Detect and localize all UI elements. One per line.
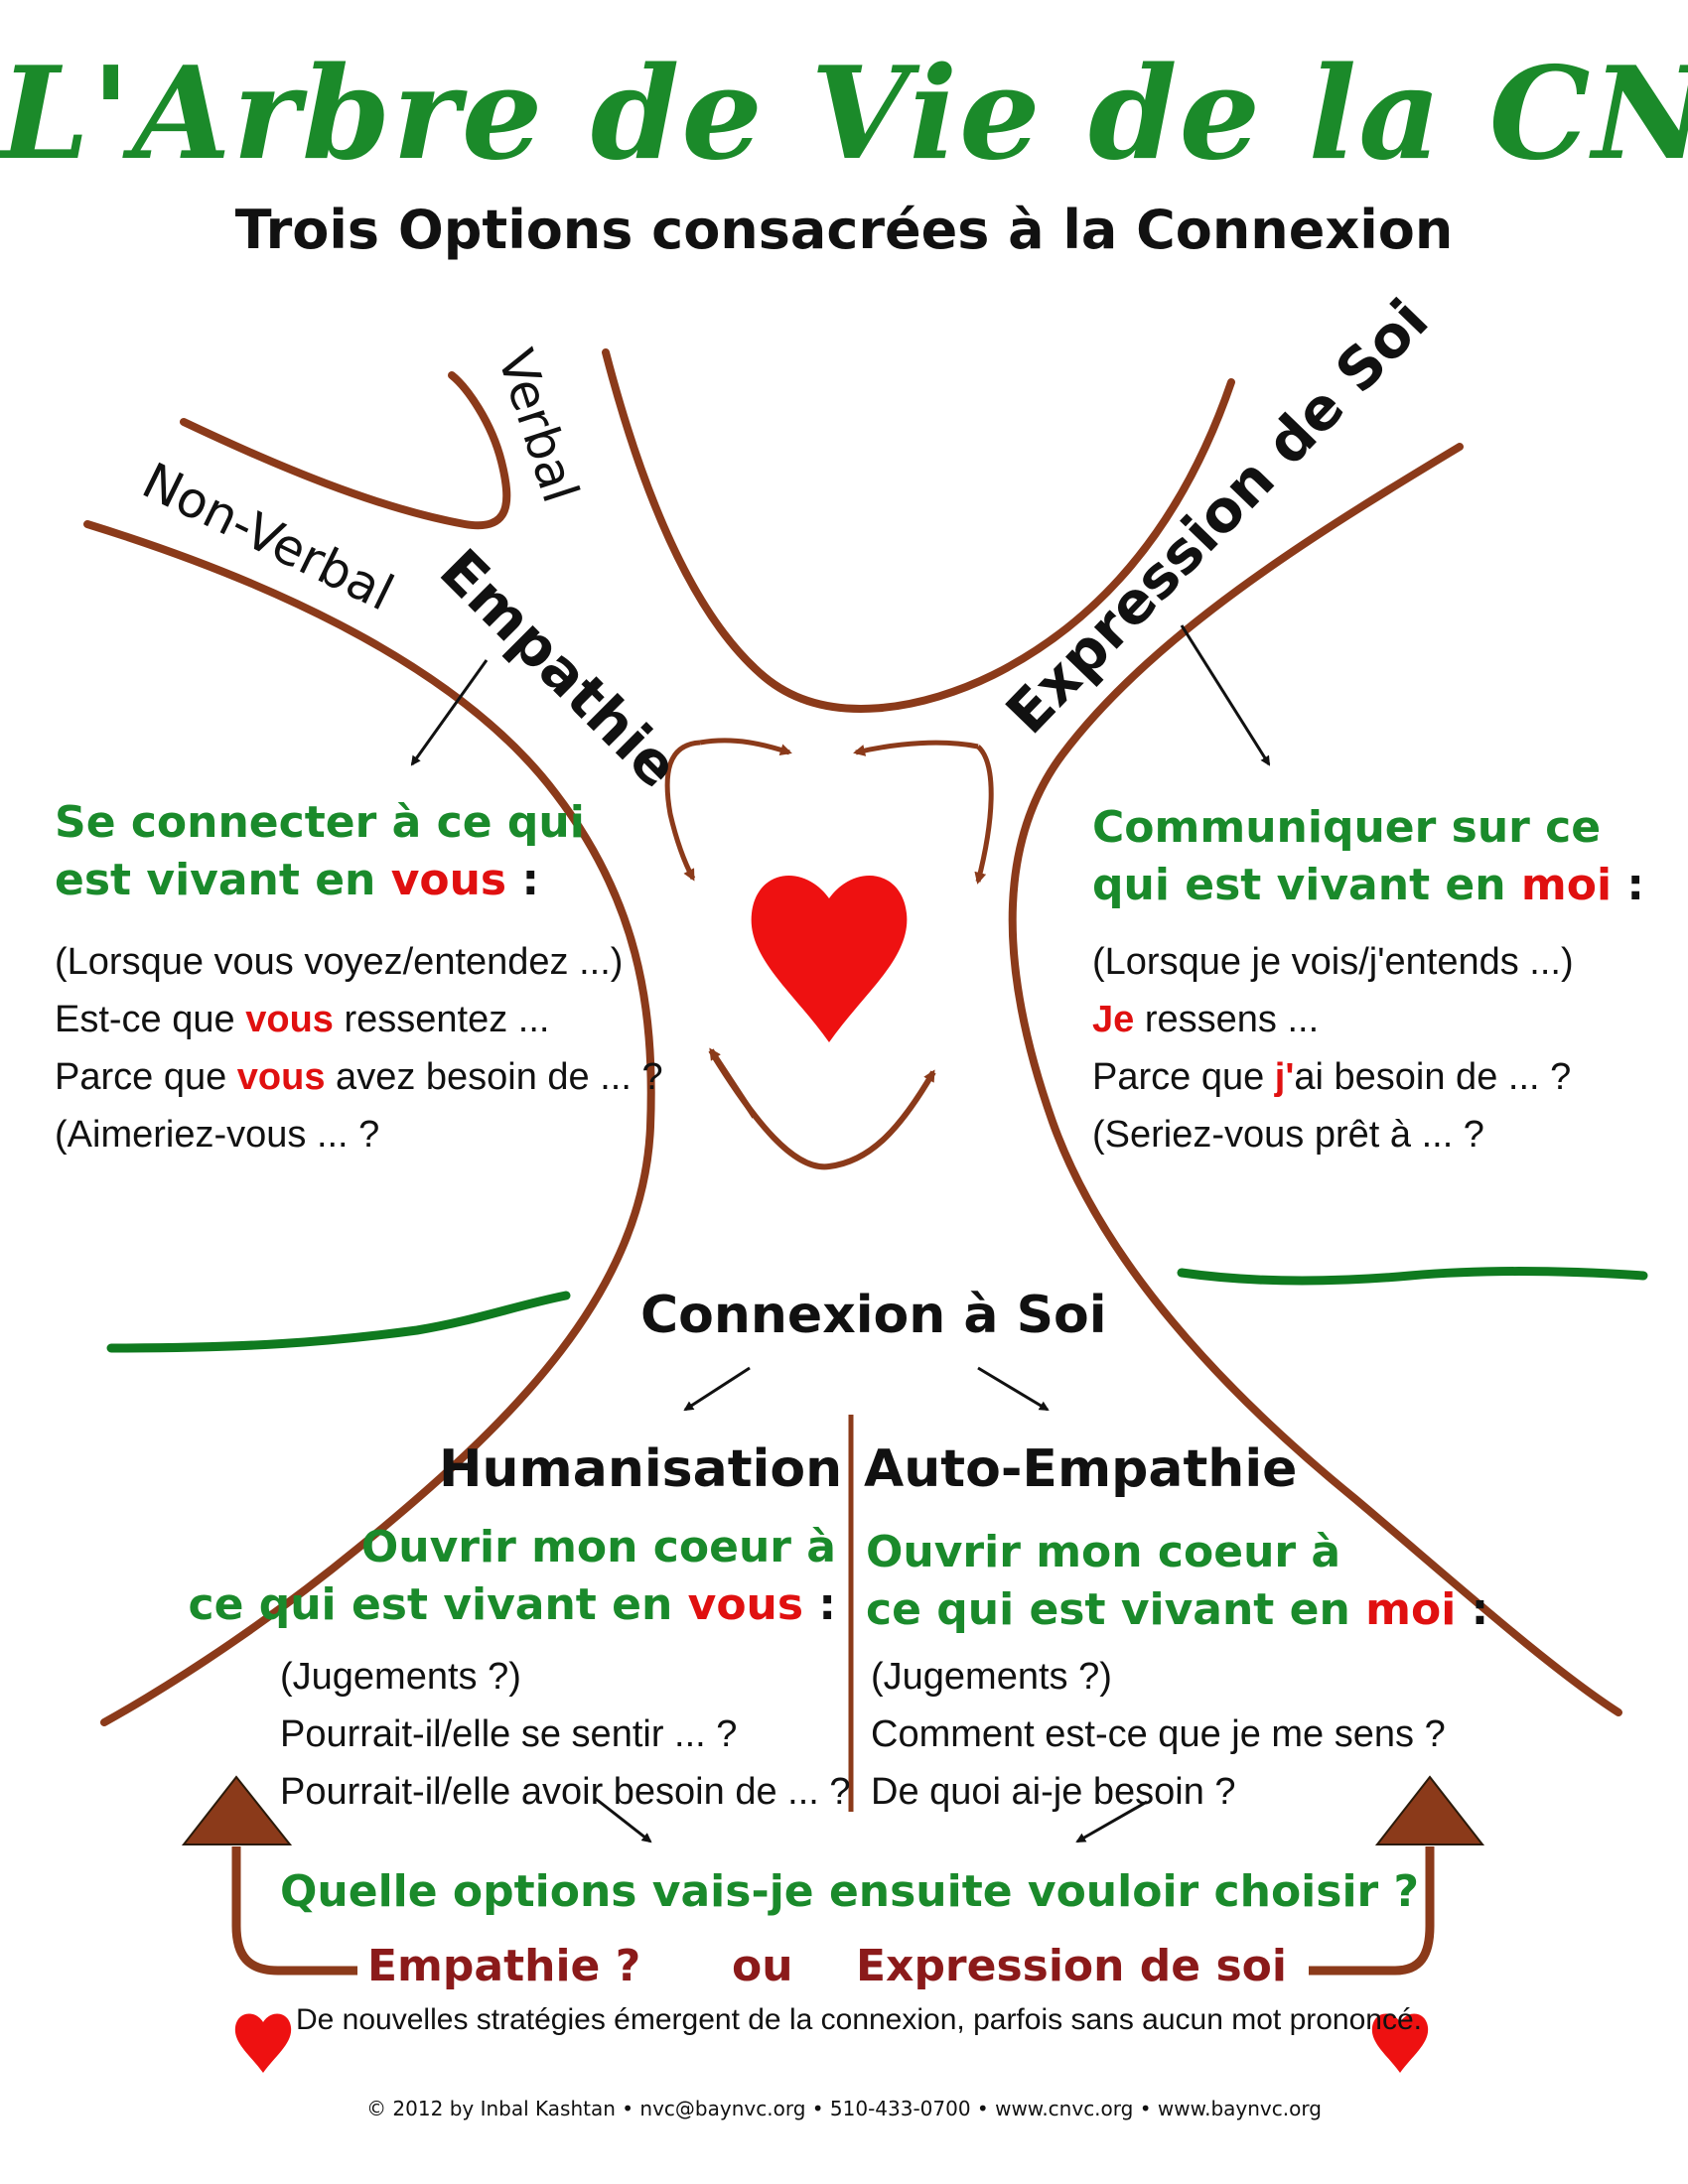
right-line2: Je ressens ... (1092, 991, 1574, 1048)
humanisation-heading-line2: ce qui est vivant en vous : (188, 1576, 836, 1634)
arrow-empathie-down (410, 659, 489, 766)
big-arrow-right-head (1374, 1775, 1485, 1845)
right-line3-suffix: ai besoin de ... ? (1294, 1056, 1572, 1098)
left-line2-red: vous (245, 999, 334, 1040)
bottom-note: De nouvelles stratégies émergent de la c… (296, 2003, 1423, 2036)
small-heart-right-icon (1371, 2013, 1429, 2073)
page-subtitle: Trois Options consacrées à la Connexion (234, 199, 1454, 261)
right-line2-suffix: ressens ... (1134, 999, 1320, 1040)
left-heading-suffix: : (506, 855, 540, 905)
humanisation-line2: Pourrait-il/elle se sentir ... ? (280, 1713, 738, 1755)
left-heading-line1: Se connecter à ce qui (55, 797, 585, 848)
right-heading-suffix: : (1612, 860, 1644, 910)
left-heading-red: vous (390, 855, 507, 905)
branch-nonverbal (180, 371, 511, 530)
arrow-humanisation-down (595, 1797, 652, 1843)
arrow-top-right (974, 745, 994, 885)
arrow-bottom-smile (710, 1052, 936, 1170)
auto-empathie-heading-prefix: ce qui est vivant en (866, 1584, 1366, 1635)
trunk-left-outline (83, 520, 655, 1726)
bottom-question: Quelle options vais-je ensuite vouloir c… (280, 1866, 1420, 1917)
auto-empathie-line1: (Jugements ?) (871, 1656, 1112, 1698)
ground-line-right (1177, 1266, 1648, 1286)
trunk-right-outline (1008, 443, 1622, 1716)
bottom-option-empathie: Empathie ? (367, 1941, 641, 1991)
auto-empathie-heading-line1: Ouvrir mon coeur à (866, 1527, 1341, 1577)
auto-empathie-heading-suffix: : (1456, 1584, 1489, 1635)
right-heading: Communiquer sur ce qui est vivant en moi… (1092, 799, 1644, 914)
humanisation-body: (Jugements ?) Pourrait-il/elle se sentir… (280, 1648, 851, 1821)
ground-line-left (106, 1291, 571, 1353)
left-line3-suffix: avez besoin de ... ? (325, 1056, 663, 1098)
page-title: L'Arbre de Vie de la CNV (0, 40, 1688, 189)
right-heading-line1: Communiquer sur ce (1092, 802, 1602, 853)
auto-empathie-body: (Jugements ?) Comment est-ce que je me s… (871, 1648, 1446, 1821)
left-line2-suffix: ressentez ... (333, 999, 550, 1040)
humanisation-title: Humanisation (439, 1439, 843, 1499)
right-line2-red: Je (1092, 999, 1135, 1040)
humanisation-heading-line1: Ouvrir mon coeur à (360, 1522, 836, 1572)
auto-empathie-heading-line2: ce qui est vivant en moi : (866, 1581, 1488, 1639)
auto-empathie-heading-red: moi (1365, 1584, 1457, 1635)
left-heading-prefix: est vivant en (55, 855, 391, 905)
right-line3-red: j' (1274, 1056, 1295, 1098)
right-line3: Parce que j'ai besoin de ... ? (1092, 1048, 1574, 1106)
arrow-top-right-in (853, 740, 979, 756)
right-line4: (Seriez-vous prêt à ... ? (1092, 1114, 1484, 1156)
right-line1: (Lorsque je vois/j'entends ...) (1092, 941, 1574, 983)
left-line3: Parce que vous avez besoin de ... ? (55, 1048, 663, 1106)
footer-credits: © 2012 by Inbal Kashtan • nvc@baynvc.org… (366, 2097, 1322, 2120)
heart-icon (751, 876, 908, 1042)
right-line3-prefix: Parce que (1092, 1056, 1275, 1098)
left-line3-prefix: Parce que (55, 1056, 237, 1098)
arrow-auto-empathie-down (1075, 1800, 1148, 1843)
right-heading-prefix: qui est vivant en (1092, 860, 1521, 910)
arrow-bottom-smile-start (708, 1047, 758, 1119)
left-line3-red: vous (236, 1056, 326, 1098)
arrow-connexion-right (977, 1366, 1050, 1412)
arrow-top-left-in (699, 738, 792, 755)
big-arrow-left-head (181, 1775, 293, 1845)
right-heading-red: moi (1520, 860, 1613, 910)
auto-empathie-line3: De quoi ai-je besoin ? (871, 1771, 1236, 1813)
left-line1: (Lorsque vous voyez/entendez ...) (55, 941, 624, 983)
left-heading-line2: est vivant en vous : (55, 852, 585, 909)
left-line4: (Aimeriez-vous ... ? (55, 1114, 380, 1156)
connexion-label: Connexion à Soi (640, 1286, 1107, 1345)
humanisation-line3: Pourrait-il/elle avoir besoin de ... ? (280, 1771, 851, 1813)
humanisation-line1: (Jugements ?) (280, 1656, 521, 1698)
humanisation-heading-red: vous (687, 1579, 804, 1630)
branch-center-v (602, 348, 1235, 713)
arrow-connexion-left (683, 1366, 751, 1412)
auto-empathie-title: Auto-Empathie (864, 1439, 1298, 1499)
humanisation-heading-suffix: : (803, 1579, 836, 1630)
small-heart-left-icon (234, 2013, 292, 2073)
left-line2-prefix: Est-ce que (55, 999, 246, 1040)
big-arrow-left (231, 1846, 357, 1976)
left-line2: Est-ce que vous ressentez ... (55, 991, 663, 1048)
auto-empathie-heading: Ouvrir mon coeur à ce qui est vivant en … (866, 1524, 1488, 1639)
humanisation-heading-prefix: ce qui est vivant en (188, 1579, 688, 1630)
left-heading: Se connecter à ce qui est vivant en vous… (55, 794, 585, 909)
right-body: (Lorsque je vois/j'entends ...) Je resse… (1092, 933, 1574, 1163)
auto-empathie-line2: Comment est-ce que je me sens ? (871, 1713, 1446, 1755)
big-arrow-right (1309, 1846, 1435, 1976)
bottom-option-expression: Expression de soi (856, 1941, 1287, 1991)
humanisation-heading: Ouvrir mon coeur à ce qui est vivant en … (188, 1519, 836, 1634)
arrow-expression-down (1180, 624, 1271, 766)
arrow-top-left (664, 740, 701, 882)
bottom-option-or: ou (732, 1941, 793, 1991)
right-heading-line2: qui est vivant en moi : (1092, 857, 1644, 914)
left-body: (Lorsque vous voyez/entendez ...) Est-ce… (55, 933, 663, 1163)
